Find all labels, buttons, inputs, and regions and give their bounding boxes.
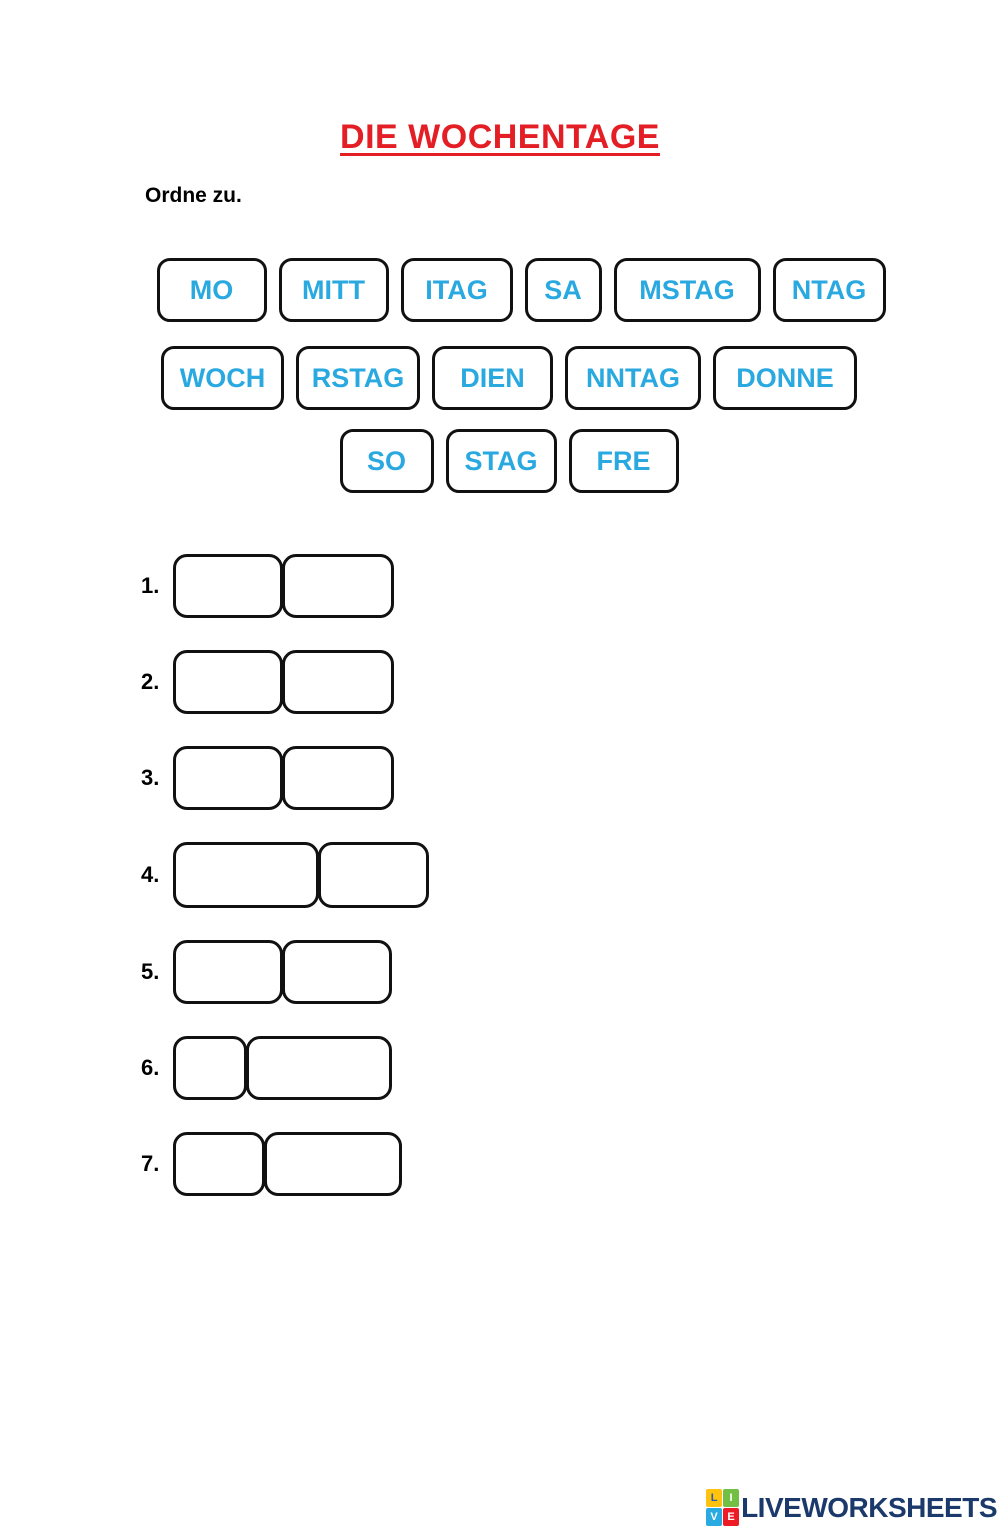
answer-slot-4-2[interactable]: [318, 842, 429, 908]
logo-letter-e: E: [723, 1508, 740, 1526]
instruction-text: Ordne zu.: [145, 184, 242, 207]
answer-row-3: 3.: [141, 746, 1000, 810]
answer-number-4: 4.: [141, 862, 160, 887]
answer-slot-5-2[interactable]: [282, 940, 392, 1004]
word-tile-so[interactable]: SO: [339, 429, 434, 493]
tile-row-2: WOCH RSTAG DIEN NNTAG DONNE: [9, 346, 1000, 410]
logo-letter-l: L: [706, 1489, 723, 1507]
answer-slot-2-2[interactable]: [282, 650, 394, 714]
word-tile-mo[interactable]: MO: [156, 258, 267, 322]
answer-row-4: 4.: [141, 842, 1000, 908]
word-bank: MO MITT ITAG SA MSTAG NTAG WOCH RSTAG DI…: [0, 258, 1000, 493]
answer-slot-5-1[interactable]: [173, 940, 283, 1004]
word-tile-mitt[interactable]: MITT: [278, 258, 389, 322]
word-tile-woch[interactable]: WOCH: [161, 346, 284, 410]
word-tile-mstag[interactable]: MSTAG: [613, 258, 761, 322]
liveworksheets-logo-icon: L I V E: [706, 1489, 740, 1526]
answer-slot-7-2[interactable]: [264, 1132, 402, 1196]
answer-slot-3-2[interactable]: [282, 746, 394, 810]
answer-number-2: 2.: [141, 669, 160, 694]
answer-slot-7-1[interactable]: [173, 1132, 265, 1196]
tile-row-3: SO STAG FRE: [9, 429, 1000, 493]
answer-slot-1-2[interactable]: [282, 554, 394, 618]
answer-row-7: 7.: [141, 1132, 1000, 1196]
answer-row-1: 1.: [141, 554, 1000, 618]
word-tile-dien[interactable]: DIEN: [432, 346, 553, 410]
answer-slot-1-1[interactable]: [173, 554, 283, 618]
word-tile-donne[interactable]: DONNE: [713, 346, 857, 410]
word-tile-sa[interactable]: SA: [524, 258, 602, 322]
brand-wordmark: LIVEWORKSHEETS: [741, 1491, 997, 1523]
answer-number-3: 3.: [141, 765, 160, 790]
word-tile-itag[interactable]: ITAG: [400, 258, 513, 322]
tile-row-1: MO MITT ITAG SA MSTAG NTAG: [21, 258, 1000, 322]
answer-number-6: 6.: [141, 1055, 160, 1080]
answer-number-5: 5.: [141, 959, 160, 984]
answer-number-1: 1.: [141, 573, 160, 598]
word-tile-rstag[interactable]: RSTAG: [296, 346, 420, 410]
answer-number-7: 7.: [141, 1151, 160, 1176]
word-tile-ntag[interactable]: NTAG: [772, 258, 886, 322]
logo-letter-v: V: [706, 1508, 723, 1526]
answer-slot-2-1[interactable]: [173, 650, 283, 714]
answer-slot-4-1[interactable]: [173, 842, 319, 908]
word-tile-stag[interactable]: STAG: [445, 429, 557, 493]
answer-row-6: 6.: [141, 1036, 1000, 1100]
word-tile-nntag[interactable]: NNTAG: [565, 346, 701, 410]
page-title: DIE WOCHENTAGE: [340, 118, 660, 156]
answer-slot-6-1[interactable]: [173, 1036, 247, 1100]
answer-row-5: 5.: [141, 940, 1000, 1004]
word-tile-fre[interactable]: FRE: [568, 429, 679, 493]
answer-row-2: 2.: [141, 650, 1000, 714]
answers-section: 1. 2. 3. 4. 5. 6. 7.: [0, 554, 1000, 1196]
answer-slot-3-1[interactable]: [173, 746, 283, 810]
logo-letter-i: I: [723, 1489, 740, 1507]
answer-slot-6-2[interactable]: [246, 1036, 392, 1100]
liveworksheets-footer: L I V E LIVEWORKSHEETS: [706, 1489, 997, 1526]
